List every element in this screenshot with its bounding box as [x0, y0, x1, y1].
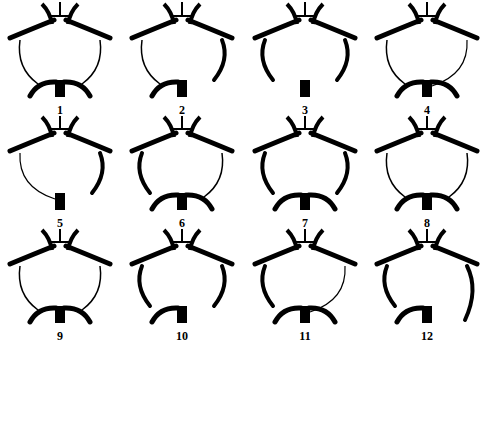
callout-number: 5 [56, 217, 64, 229]
callout-number: 6 [178, 217, 186, 229]
callout-number: 1 [56, 104, 64, 116]
callout-number: 11 [298, 330, 311, 342]
callout-number: 4 [423, 104, 431, 116]
callout-number: 3 [301, 104, 309, 116]
callout-number: 12 [420, 330, 434, 342]
callout-number: 9 [56, 330, 64, 342]
callout-number: 7 [301, 217, 309, 229]
callout-number: 10 [175, 330, 189, 342]
callout-number: 8 [423, 217, 431, 229]
callout-number: 2 [178, 104, 186, 116]
